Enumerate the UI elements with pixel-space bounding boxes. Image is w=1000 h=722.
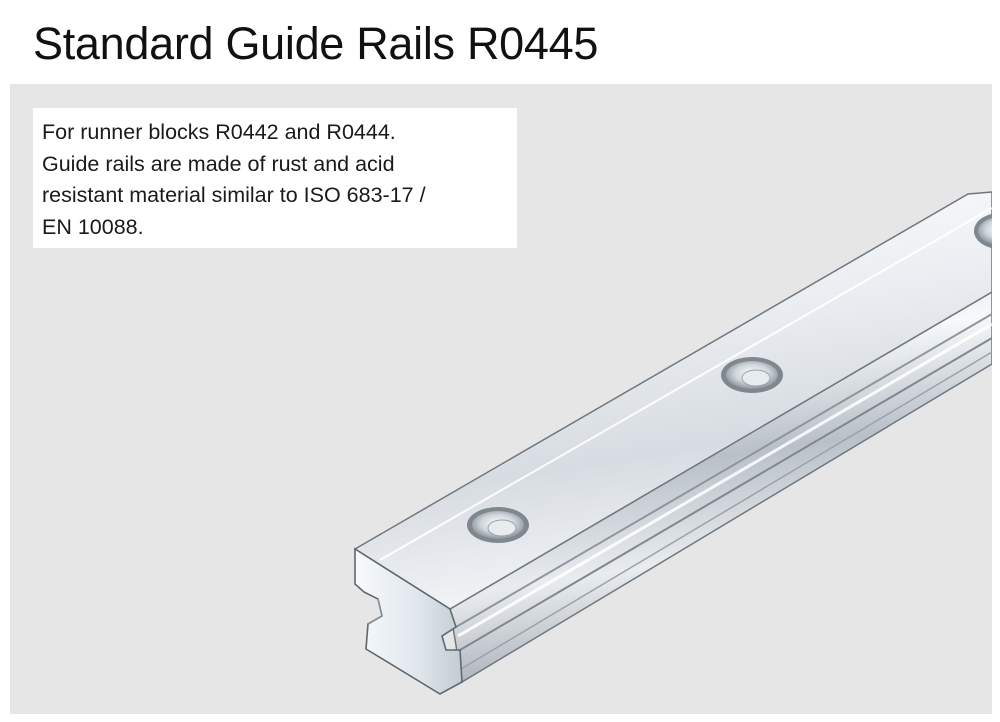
page-title: Standard Guide Rails R0445	[33, 18, 599, 69]
caption-box: For runner blocks R0442 and R0444. Guide…	[33, 108, 517, 248]
rail-groove-upper	[455, 313, 992, 628]
mounting-hole-1	[467, 507, 529, 543]
caption-line-1: For runner blocks R0442 and R0444.	[42, 120, 396, 144]
guide-rail-illustration	[353, 191, 992, 695]
rail-groove-highlight	[457, 322, 992, 638]
figure-panel: For runner blocks R0442 and R0444. Guide…	[10, 84, 992, 714]
caption-line-2: Guide rails are made of rust and acid	[42, 151, 395, 176]
caption-line-4: EN 10088.	[42, 214, 144, 239]
rail-end-profile	[354, 547, 463, 695]
rail-top-bevel	[379, 207, 992, 561]
mounting-hole-3	[974, 213, 992, 249]
rail-end-notch	[367, 598, 383, 625]
rail-groove-lower	[459, 337, 992, 651]
mounting-hole-2	[721, 357, 783, 393]
caption-line-3: resistant material similar to ISO 683-17…	[42, 183, 426, 207]
rail-side-bottom-edge	[460, 351, 992, 670]
